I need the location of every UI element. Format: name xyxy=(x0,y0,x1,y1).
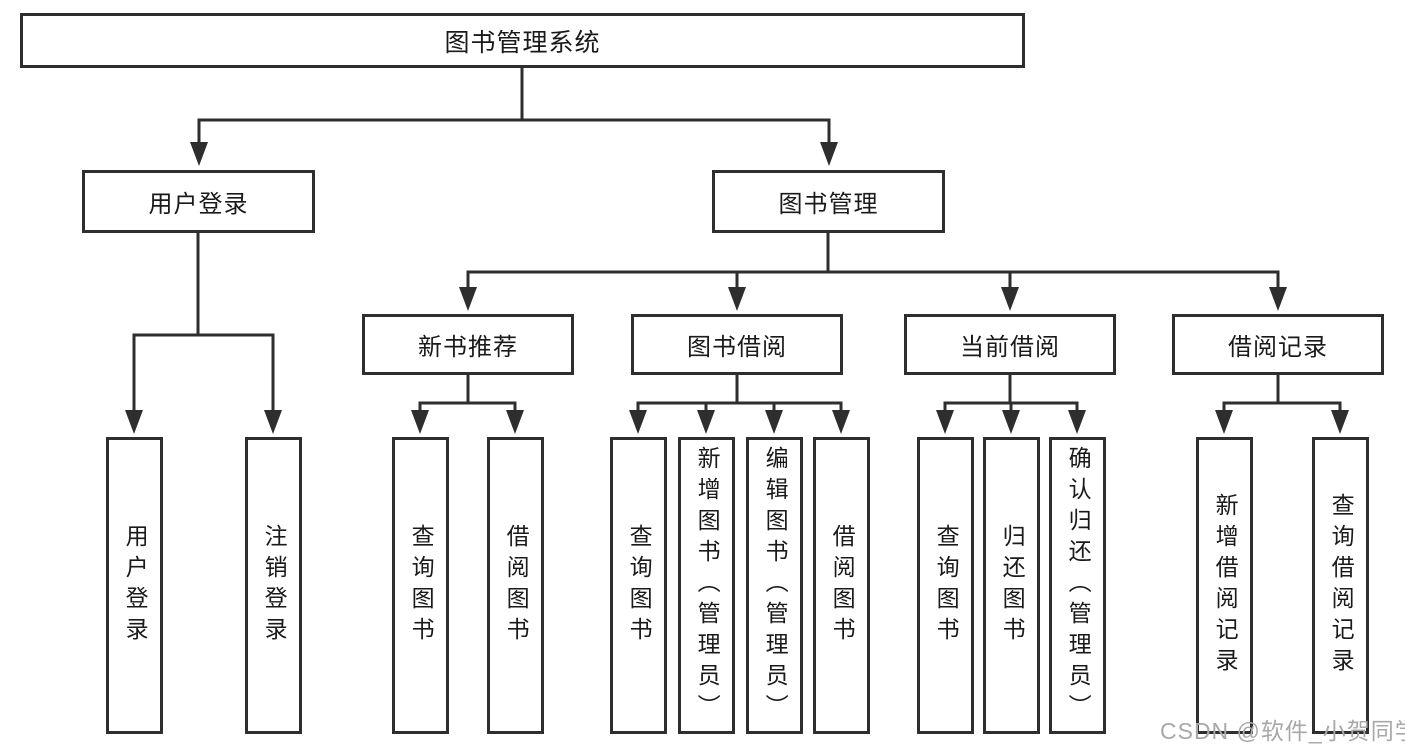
leaf-edit-books-admin: 编辑图书（管理员） xyxy=(746,437,803,734)
leaf-borrow-books-recommend: 借阅图书 xyxy=(487,437,544,734)
leaf-add-borrow-record: 新增借阅记录 xyxy=(1196,437,1253,734)
leaf-logout: 注销登录 xyxy=(245,437,302,734)
node-book-borrowing: 图书借阅 xyxy=(631,314,843,375)
csdn-watermark: CSDN @软件_小贺同学 xyxy=(1160,718,1405,744)
leaf-borrow-books: 借阅图书 xyxy=(813,437,870,734)
leaf-query-books-recommend: 查询图书 xyxy=(392,437,449,734)
node-label: 图书管理系统 xyxy=(444,28,601,57)
leaf-query-books-borrowing: 查询图书 xyxy=(610,437,667,734)
node-label: 图书借阅 xyxy=(687,334,787,361)
node-current-borrowing: 当前借阅 xyxy=(904,314,1116,375)
node-new-book-recommend: 新书推荐 xyxy=(362,314,574,375)
node-user-login-module: 用户登录 xyxy=(82,170,315,233)
leaf-return-books: 归还图书 xyxy=(983,437,1040,734)
node-system-root: 图书管理系统 xyxy=(20,13,1025,68)
node-label: 查询图书 xyxy=(408,523,435,648)
leaf-user-login: 用户登录 xyxy=(106,437,163,734)
leaf-confirm-return-admin: 确认归还（管理员） xyxy=(1049,437,1106,734)
node-label: 用户登录 xyxy=(122,523,149,648)
node-label: 编辑图书（管理员） xyxy=(762,446,789,725)
node-borrowing-records: 借阅记录 xyxy=(1172,314,1384,375)
node-label: 确认归还（管理员） xyxy=(1065,446,1092,725)
node-label: 借阅图书 xyxy=(829,523,856,648)
node-label: 用户登录 xyxy=(148,191,249,218)
node-label: 借阅记录 xyxy=(1228,334,1328,361)
node-label: 新增借阅记录 xyxy=(1212,492,1239,679)
node-label: 当前借阅 xyxy=(960,334,1060,361)
node-label: 借阅图书 xyxy=(503,523,530,648)
node-label: 图书管理 xyxy=(778,191,879,218)
node-book-management-module: 图书管理 xyxy=(712,170,945,233)
node-label: 查询图书 xyxy=(933,523,960,648)
node-label: 归还图书 xyxy=(999,523,1026,648)
node-label: 注销登录 xyxy=(261,523,288,648)
node-label: 新增图书（管理员） xyxy=(694,446,721,725)
node-label: 查询借阅记录 xyxy=(1328,492,1355,679)
leaf-query-books-current: 查询图书 xyxy=(917,437,974,734)
node-label: 查询图书 xyxy=(626,523,653,648)
node-label: 新书推荐 xyxy=(418,334,518,361)
leaf-query-borrow-record: 查询借阅记录 xyxy=(1312,437,1369,734)
leaf-add-books-admin: 新增图书（管理员） xyxy=(678,437,735,734)
